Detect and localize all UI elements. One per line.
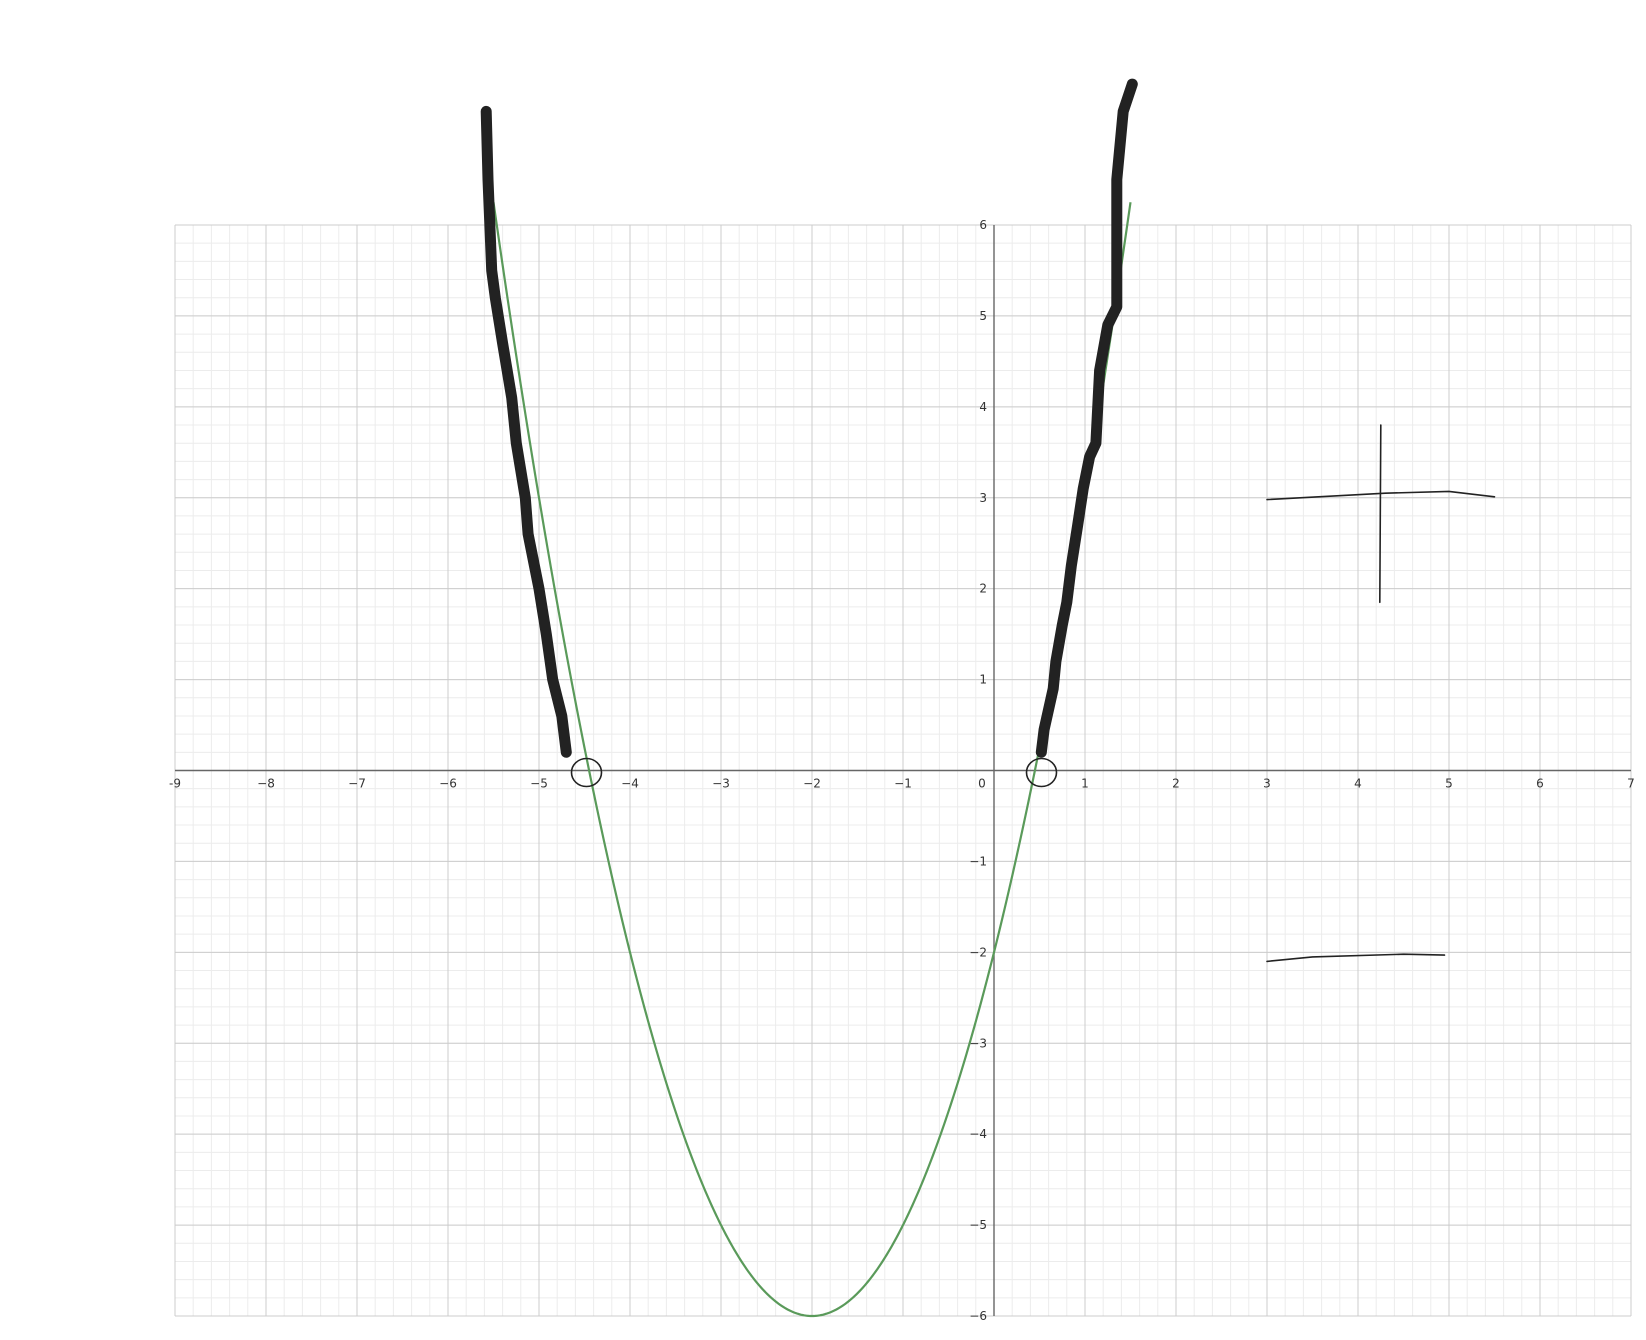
open-circle-mark (1025, 757, 1058, 788)
y-tick-label: −1 (969, 854, 987, 868)
x-tick-label: 5 (1445, 777, 1453, 791)
x-tick-label: −2 (803, 777, 821, 791)
function-curves (492, 202, 1132, 1318)
handwritten-annotations (480, 78, 1496, 963)
y-tick-label: 6 (979, 218, 987, 232)
x-tick-label: 7 (1627, 777, 1635, 791)
x-tick-label: −4 (621, 777, 639, 791)
minus-sign (1266, 953, 1446, 963)
x-tick-label: −5 (530, 777, 548, 791)
y-tick-label: 5 (979, 309, 987, 323)
axes (175, 225, 1631, 1316)
x-tick-label: -9 (169, 777, 181, 791)
x-tick-label: −8 (257, 777, 275, 791)
x-tick-label: 6 (1536, 777, 1544, 791)
x-tick-label: −3 (712, 777, 730, 791)
x-tick-label: −7 (348, 777, 366, 791)
plus-sign-horizontal (1266, 490, 1496, 501)
parabola-curve (492, 202, 1132, 1318)
x-tick-label: 2 (1172, 777, 1180, 791)
x-tick-label: 4 (1354, 777, 1362, 791)
tick-labels: -9 −8 −7 −6 −5 −4 −3 −2 −1 0 1 2 3 4 5 6 7 6 5 4 3 2 1 −1 −2 −3 −4… (169, 218, 1635, 1323)
y-tick-label: 2 (979, 582, 987, 596)
x-tick-label: −1 (894, 777, 912, 791)
x-tick-label: −6 (439, 777, 457, 791)
ink-stroke (1035, 78, 1138, 758)
x-tick-label: 0 (978, 777, 986, 791)
x-tick-label: 3 (1263, 777, 1271, 791)
y-tick-label: −5 (969, 1218, 987, 1232)
y-tick-label: −6 (969, 1309, 987, 1323)
y-tick-label: −3 (969, 1036, 987, 1050)
y-tick-label: −4 (969, 1127, 987, 1141)
y-tick-label: 4 (979, 400, 987, 414)
x-tick-label: 1 (1081, 777, 1089, 791)
ink-stroke (480, 105, 572, 758)
plus-sign-vertical (1379, 424, 1382, 604)
y-tick-label: 3 (979, 491, 987, 505)
y-tick-label: 1 (979, 673, 987, 687)
y-tick-label: −2 (969, 945, 987, 959)
open-circle-mark (570, 757, 603, 788)
